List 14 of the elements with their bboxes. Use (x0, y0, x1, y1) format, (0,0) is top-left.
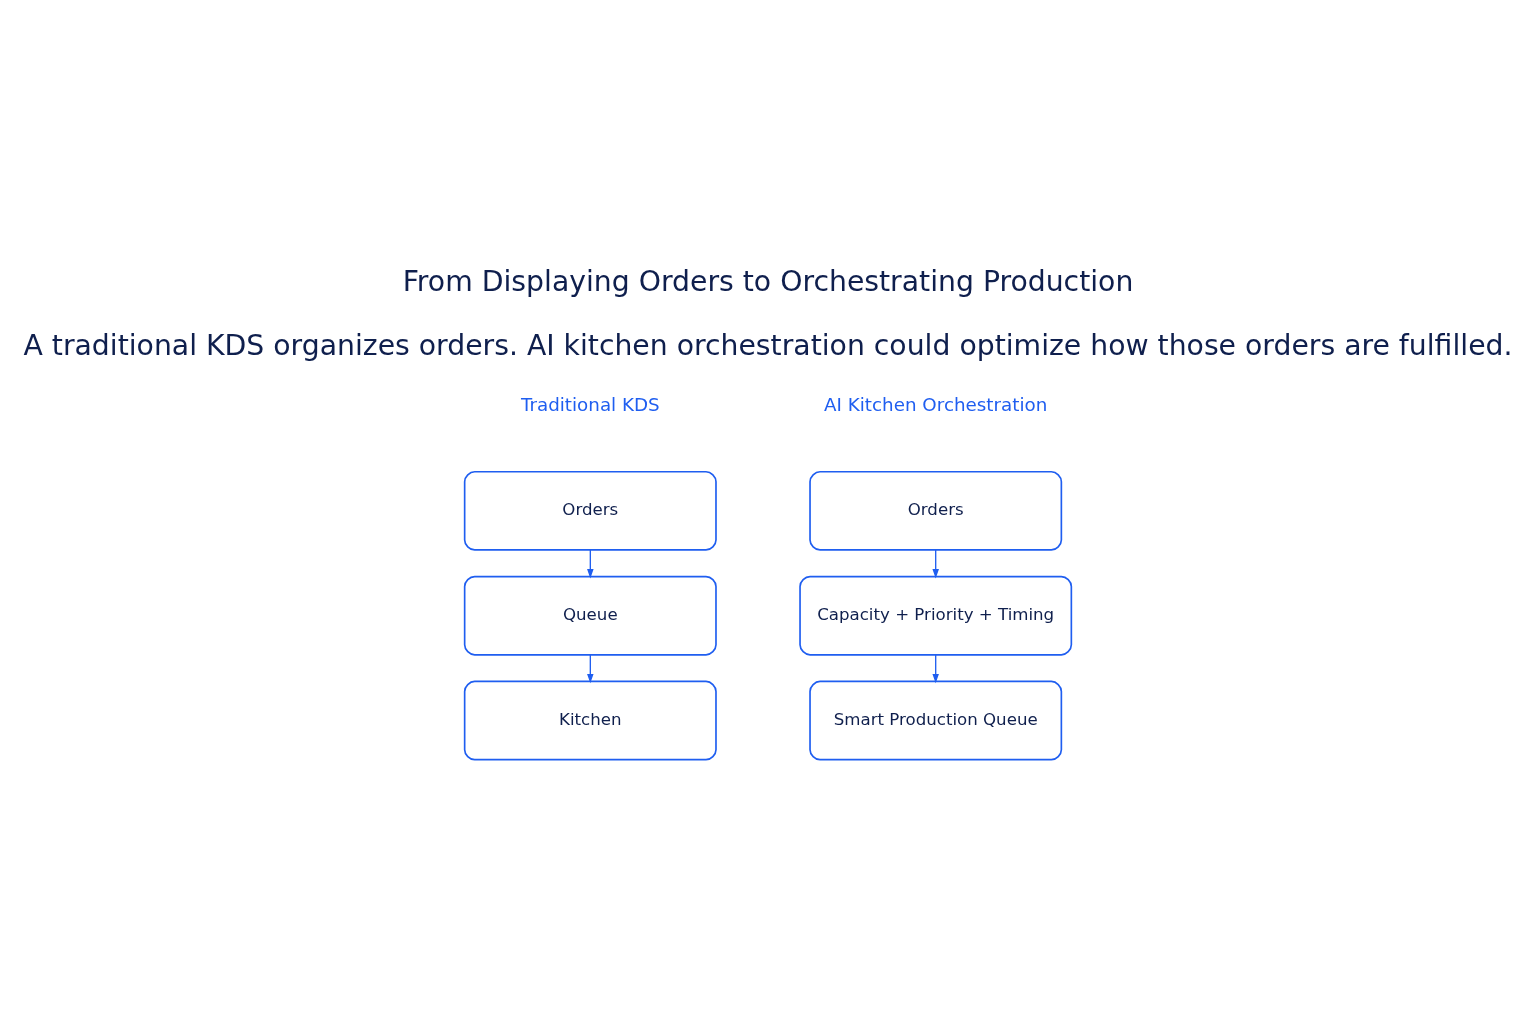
node-box: Orders (809, 470, 1063, 551)
caption: A traditional KDS organizes orders. AI kitchen orchestration could optimize how those orders are fulfilled. (23, 328, 1513, 362)
arrow (932, 653, 939, 683)
node-box: Kitchen (463, 680, 717, 760)
node-box: Capacity + Priority + Timing (799, 575, 1073, 656)
label: Traditional KDS (520, 393, 660, 415)
node-box: Smart Production Queue (809, 680, 1063, 760)
arrow (587, 653, 594, 683)
node-box: Orders (463, 470, 717, 551)
diagram-title: From Displaying Orders to Orchestrating Production (402, 264, 1134, 298)
node-box: Queue (463, 575, 717, 656)
arrow (587, 548, 594, 578)
label: AI Kitchen Orchestration (824, 393, 1048, 415)
arrow (932, 548, 939, 578)
